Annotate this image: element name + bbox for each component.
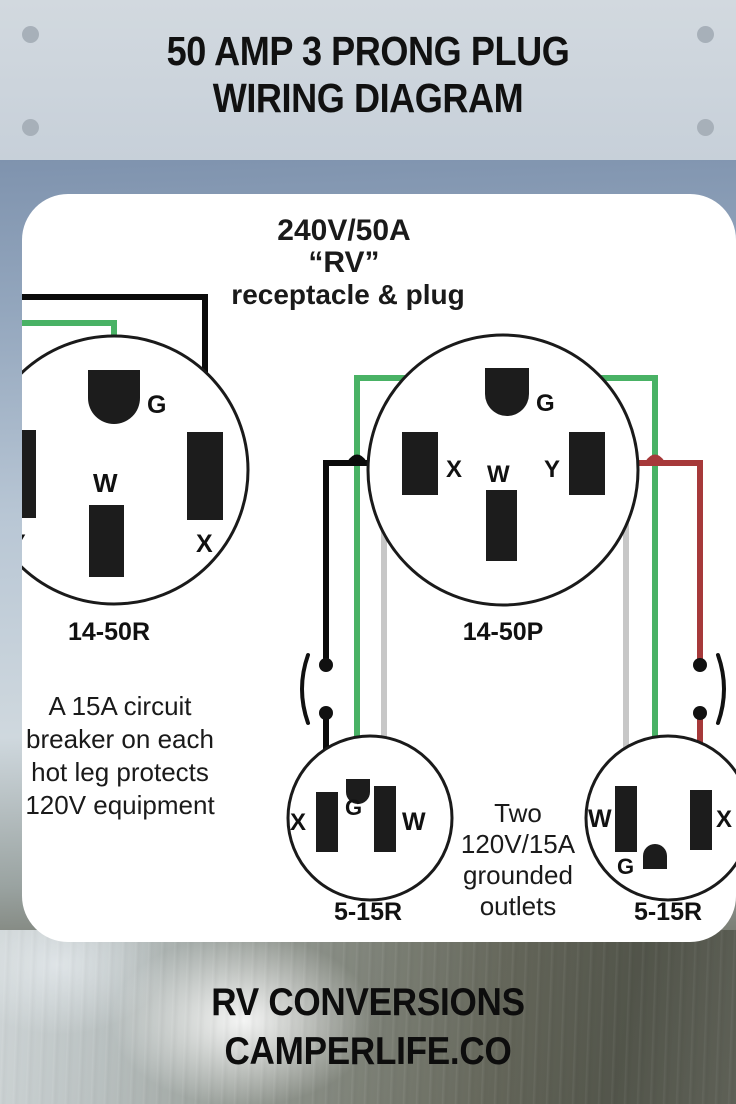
terminal-w-slot-5-15r-left <box>374 786 396 852</box>
terminal-g-14-50r <box>88 370 140 424</box>
header-banner: 50 AMP 3 PRONG PLUG WIRING DIAGRAM <box>0 0 736 160</box>
footer-branding: RV CONVERSIONS CAMPERLIFE.CO <box>37 978 699 1076</box>
wire-hop-red-over-green <box>645 454 665 465</box>
footer-background-photo <box>0 930 736 1104</box>
page-title-line-1: 50 AMP 3 PRONG PLUG <box>166 28 570 74</box>
device-label-14-50p: 14-50P <box>463 618 544 646</box>
terminal-x-slot-5-15r-left <box>316 792 338 852</box>
wiring-diagram: .wire { fill:none; stroke-linecap:butt; … <box>22 214 736 926</box>
header-dot-top-right <box>697 26 714 43</box>
breaker-note-line-3: hot leg protects <box>31 757 209 787</box>
breaker-note: A 15A circuit breaker on each hot leg pr… <box>25 691 215 820</box>
terminal-label-x-14-50p: X <box>446 456 462 483</box>
terminal-w-slot-5-15r-right <box>615 786 637 852</box>
terminal-label-g-14-50p: G <box>536 390 555 417</box>
footer-background-vignette <box>0 930 736 1104</box>
terminal-g-14-50p <box>485 368 529 416</box>
outlets-note: Two 120V/15A grounded outlets <box>461 798 576 921</box>
device-label-5-15r-left: 5-15R <box>334 898 402 926</box>
footer-background-texture <box>0 930 736 1104</box>
outlets-note-line-1: Two <box>494 798 542 828</box>
diagram-card-clip: .wire { fill:none; stroke-linecap:butt; … <box>22 194 736 942</box>
device-5-15r-left[interactable]: G X W 5-15R <box>286 734 454 926</box>
diagram-heading-line-2: “RV” <box>308 246 379 279</box>
terminal-label-g-5-15r-left: G <box>345 795 362 820</box>
device-5-15r-right[interactable]: G W X 5-15R <box>584 734 736 926</box>
breaker-left <box>300 653 333 725</box>
terminal-label-w-14-50p: W <box>487 461 510 488</box>
terminal-g-5-15r-right <box>643 844 667 869</box>
terminal-label-w-5-15r-left: W <box>402 808 426 836</box>
device-14-50r[interactable]: G Y W X 14-50R <box>22 334 250 646</box>
device-label-5-15r-right: 5-15R <box>634 898 702 926</box>
wire-hop-black-over-green <box>347 454 367 465</box>
terminal-label-x-5-15r-left: X <box>290 809 306 836</box>
outlets-note-line-4: outlets <box>480 891 557 921</box>
terminal-label-w-14-50r: W <box>93 468 118 498</box>
terminal-label-y-14-50r: Y <box>22 530 26 558</box>
terminal-g-5-15r-left <box>346 779 370 804</box>
footer-line-2: CAMPERLIFE.CO <box>224 1030 512 1073</box>
header-dot-bottom-right <box>697 119 714 136</box>
terminal-y-slot-14-50p <box>569 432 605 495</box>
terminal-label-g-14-50r: G <box>147 391 166 419</box>
header-dot-bottom-left <box>22 119 39 136</box>
terminal-w-slot-14-50p <box>486 490 517 561</box>
device-14-50p[interactable]: G X W Y 14-50P <box>366 333 640 646</box>
header-dot-top-left <box>22 26 39 43</box>
terminal-label-x-5-15r-right: X <box>716 806 732 833</box>
breaker-note-line-1: A 15A circuit <box>48 691 192 721</box>
outlets-note-line-2: 120V/15A <box>461 829 576 859</box>
terminal-y-slot-14-50r <box>22 430 36 518</box>
breaker-right <box>693 653 726 725</box>
footer-line-1: RV CONVERSIONS <box>211 981 525 1024</box>
device-label-14-50r: 14-50R <box>68 618 150 646</box>
terminal-w-slot-14-50r <box>89 505 124 577</box>
terminal-label-w-5-15r-right: W <box>588 805 612 833</box>
diagram-heading: 240V/50A “RV” receptacle & plug <box>231 214 464 310</box>
page-title: 50 AMP 3 PRONG PLUG WIRING DIAGRAM <box>44 28 692 122</box>
breaker-note-line-2: breaker on each <box>26 724 214 754</box>
terminal-label-y-14-50p: Y <box>544 456 560 483</box>
outlets-note-line-3: grounded <box>463 860 573 890</box>
breaker-note-line-4: 120V equipment <box>25 790 215 820</box>
terminal-x-slot-14-50p <box>402 432 438 495</box>
terminal-label-g-5-15r-right: G <box>617 854 634 879</box>
diagram-heading-line-3: receptacle & plug <box>231 279 464 310</box>
terminal-x-slot-5-15r-right <box>690 790 712 850</box>
diagram-heading-line-1: 240V/50A <box>277 214 410 247</box>
terminal-label-x-14-50r: X <box>196 530 213 558</box>
page-title-line-2: WIRING DIAGRAM <box>212 75 524 121</box>
terminal-x-slot-14-50r <box>187 432 223 520</box>
